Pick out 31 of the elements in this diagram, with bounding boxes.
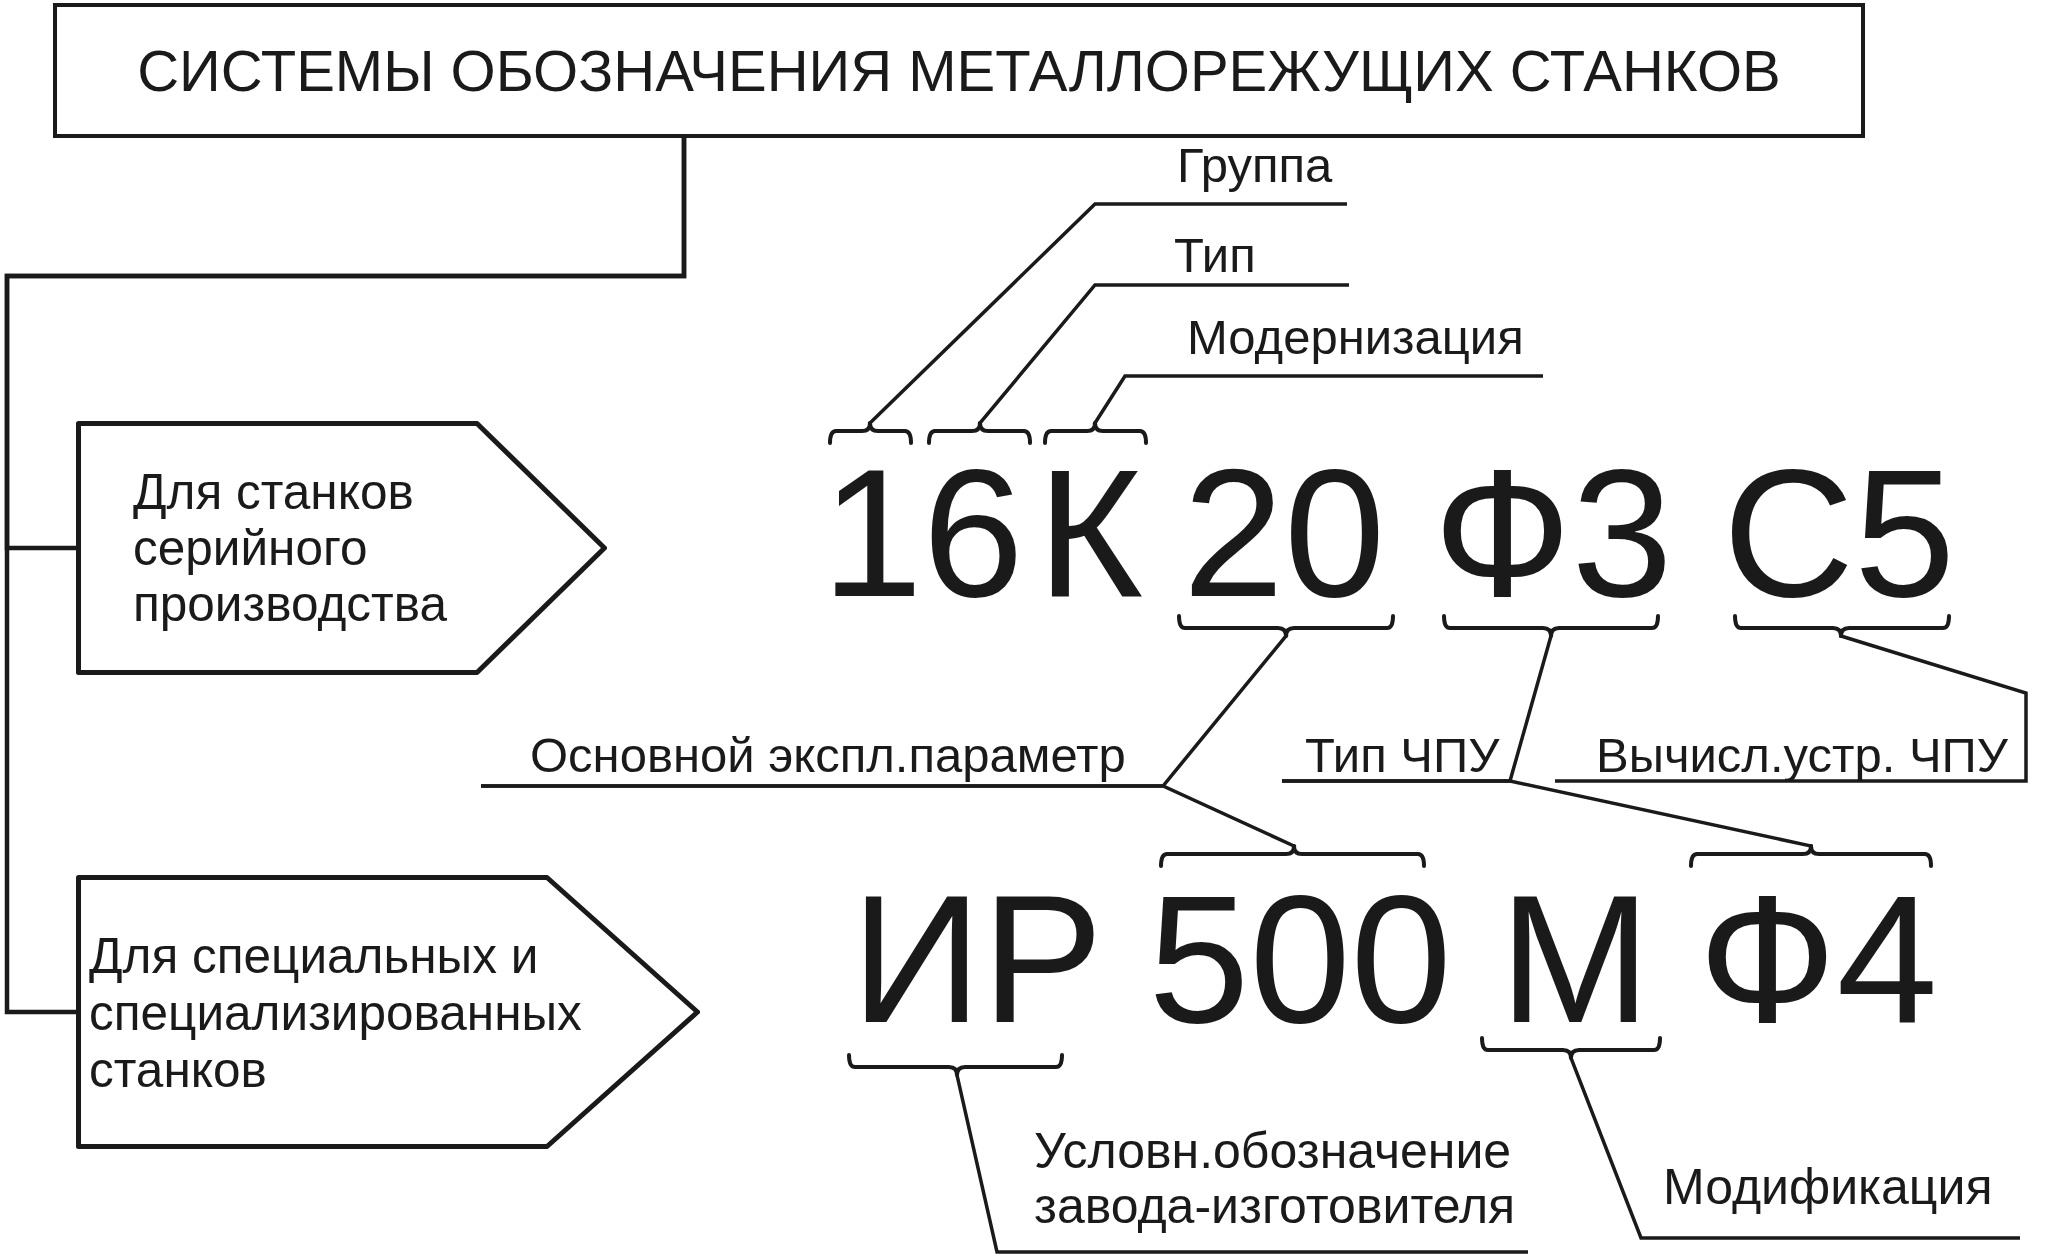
designation-code: Ф3 [1433,456,1673,611]
leader-line [978,283,1351,425]
designation-code: С5 [1722,456,1956,611]
leader-line [1569,1056,2022,1240]
annotation-label: Модернизация [1187,313,1524,362]
designation-code: Ф4 [1698,882,1938,1037]
arrow-box [76,875,700,1149]
annotation-label: Тип [1174,231,1256,280]
annotation-label: Основной экспл.параметр [530,731,1126,780]
designation-code: М [1499,882,1651,1037]
annotation-label: Условн.обозначение завода-изготовителя [1034,1124,1539,1234]
title-box [53,3,1865,138]
designation-code: К [1037,456,1143,611]
designation-code: 1 [821,456,923,611]
leader-line [1280,779,1813,848]
leader-line [868,202,1349,425]
box-label: Для станков серийного производства [133,464,448,632]
annotation-label: Группа [1177,141,1333,190]
designation-code: 6 [922,456,1024,611]
leader-line [1553,634,2028,783]
annotation-label: Вычисл.устр. ЧПУ [1596,731,2008,780]
leader-line [1093,374,1545,425]
annotation-label: Тип ЧПУ [1305,731,1500,780]
box-label: Для специальных и специализированных станков [89,926,583,1098]
designation-code: ИР [850,882,1104,1037]
annotation-label: Модификация [1663,1162,1993,1212]
leader-line [479,784,1296,848]
designation-code: 20 [1182,456,1386,611]
leader-line [955,1073,1530,1254]
designation-code: 500 [1148,882,1452,1037]
arrow-box [76,421,607,675]
